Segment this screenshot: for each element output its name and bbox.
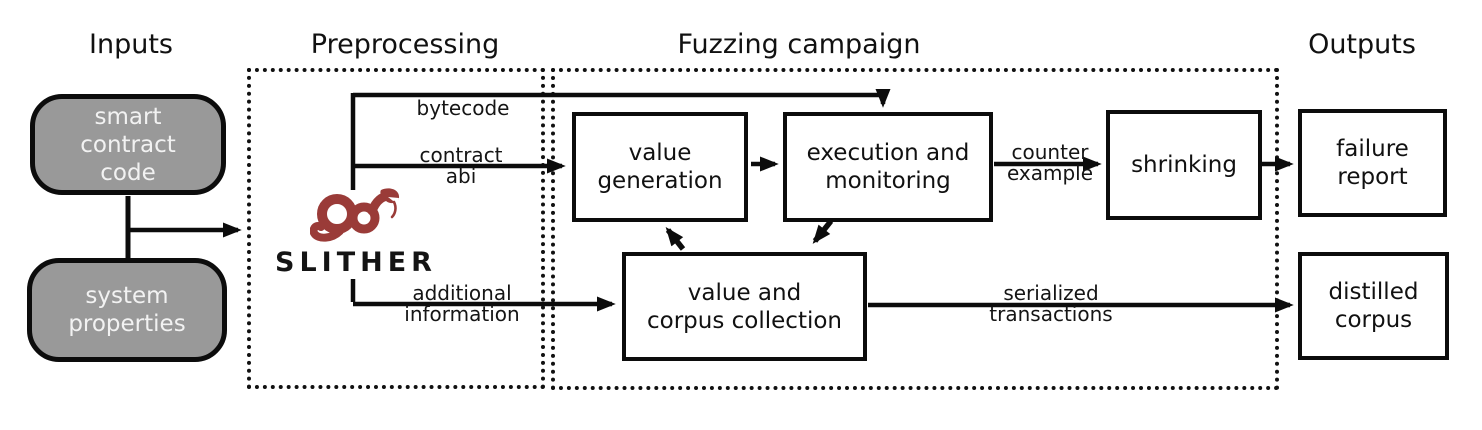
edge-label-additional-information: additional information: [404, 281, 520, 326]
edge-label-serialized-transactions: serialized transactions: [989, 281, 1113, 326]
section-title-preprocessing: Preprocessing: [310, 29, 500, 60]
node-system-properties: system properties: [27, 258, 227, 362]
snake-tongue: [390, 200, 397, 219]
node-execution-and-monitoring: execution and monitoring: [783, 112, 993, 222]
snake-mouth: [388, 197, 399, 204]
node-failure-report: failure report: [1298, 109, 1447, 217]
slither-snake-icon: [310, 188, 400, 242]
section-title-fuzzing-campaign: Fuzzing campaign: [677, 29, 921, 60]
fuzzing-campaign-frame: [551, 68, 1279, 390]
node-shrinking: shrinking: [1106, 110, 1262, 220]
node-distilled-corpus: distilled corpus: [1298, 252, 1449, 360]
edge-label-bytecode: bytecode: [416, 96, 510, 120]
node-smart-contract-code: smart contract code: [30, 94, 226, 195]
section-title-inputs: Inputs: [89, 29, 173, 60]
edge-execution-to-corpus: [812, 219, 834, 244]
edge-label-counter-example: counter example: [1006, 140, 1094, 185]
node-value-generation: value generation: [572, 112, 748, 222]
edge-corpus-to-valuegen: [665, 227, 686, 251]
edge-bytecode-line: [353, 89, 891, 108]
slither-wordmark: SLITHER: [275, 247, 437, 278]
edge-label-contract-abi: contract abi: [419, 143, 503, 188]
section-title-outputs: Outputs: [1308, 29, 1416, 60]
node-value-and-corpus-collection: value and corpus collection: [622, 252, 867, 361]
preprocessing-frame: [247, 68, 545, 389]
